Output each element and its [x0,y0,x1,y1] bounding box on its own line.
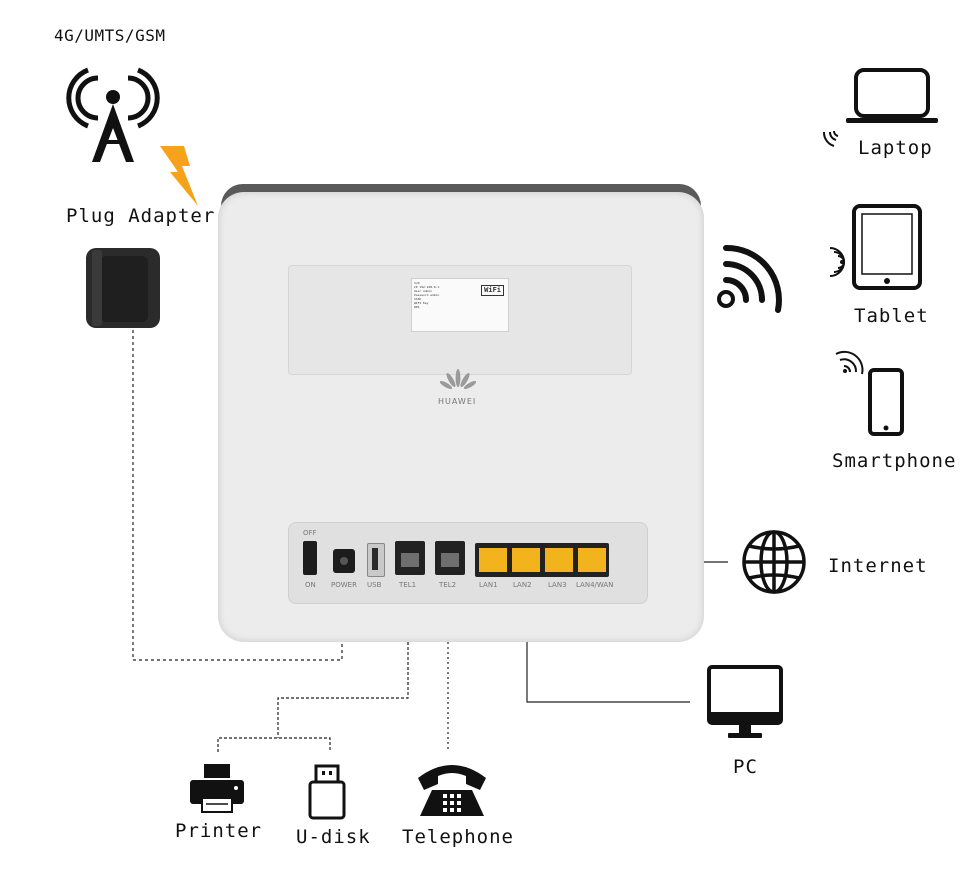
tel1-port[interactable] [395,541,425,575]
lan4-label: LAN4/WAN [576,581,614,589]
sticker-line: User admin [414,289,433,293]
pc-label: PC [733,756,758,778]
lan2-label: LAN2 [513,581,532,589]
power-switch[interactable] [303,541,317,575]
lan1-port[interactable] [479,548,507,572]
sticker-line: IP 192.168.8.1 [414,285,440,289]
printer-label: Printer [175,820,263,842]
router-window: S/N IP 192.168.8.1 User admin Password a… [288,265,632,375]
power-port[interactable] [333,549,355,573]
tel2-port[interactable] [435,541,465,575]
tel2-label: TEL2 [439,581,457,589]
wifi-badge: WiFi [481,285,504,296]
network-label: 4G/UMTS/GSM [54,26,166,45]
tablet-label: Tablet [854,305,929,327]
line-split [217,737,331,752]
adapter-label: Plug Adapter [66,205,216,227]
off-label: OFF [303,529,317,537]
smartphone-label: Smartphone [832,450,957,472]
lan4-port[interactable] [578,548,606,572]
internet-label: Internet [828,555,928,577]
sticker-line: S/N [414,281,420,285]
port-panel: OFF ON POWER USB TEL1 TEL2 LAN1 LAN2 LAN… [288,522,648,604]
brand-label: HUAWEI [438,397,477,406]
usb-port[interactable] [367,543,385,577]
lan2-port[interactable] [512,548,540,572]
sticker-line: WIFI Key [414,301,429,305]
router-body: S/N IP 192.168.8.1 User admin Password a… [218,192,704,642]
huawei-logo-icon [440,369,476,389]
tel1-label: TEL1 [399,581,417,589]
router-sticker: S/N IP 192.168.8.1 User admin Password a… [411,278,509,332]
sticker-line: SSID [414,297,422,301]
lan1-label: LAN1 [479,581,498,589]
usb-label: USB [367,581,382,589]
lan-port-group [475,543,609,577]
udisk-label: U-disk [296,826,371,848]
laptop-label: Laptop [858,137,933,159]
telephone-label: Telephone [402,826,514,848]
lan3-label: LAN3 [548,581,567,589]
lan3-port[interactable] [545,548,573,572]
sticker-line: WPS [414,305,420,309]
on-label: ON [305,581,316,589]
sticker-line: Password admin [414,293,440,297]
power-label: POWER [331,581,357,589]
